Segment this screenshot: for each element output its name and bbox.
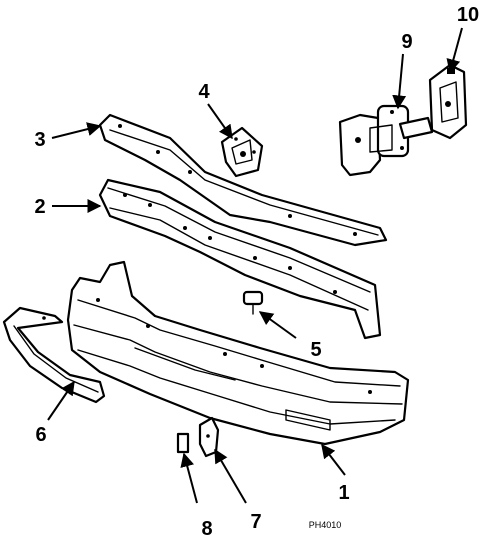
- part-8-pad: [176, 432, 190, 454]
- leader-9: [392, 53, 407, 110]
- leader-8: [180, 452, 198, 504]
- callout-labels: 1 2 3 4 5 6 7 8 9 10 PH4010: [34, 4, 479, 540]
- leader-7: [214, 448, 247, 504]
- figure-code: PH4010: [309, 520, 342, 530]
- callout-5: 5: [310, 339, 321, 361]
- part-3-reinforcement-bar: [98, 113, 388, 247]
- leader-10: [446, 27, 463, 74]
- part-7-bracket: [198, 416, 220, 458]
- leader-3: [51, 122, 102, 139]
- leader-6: [47, 380, 75, 421]
- part-4-mounting-bracket: [220, 126, 264, 178]
- leader-4: [207, 103, 233, 140]
- leader-lines: [47, 27, 463, 504]
- callout-8: 8: [201, 518, 212, 540]
- callout-1: 1: [338, 482, 349, 504]
- callout-4: 4: [198, 81, 210, 103]
- part-2-impact-bar: [98, 178, 382, 340]
- part-9-energy-absorber: [338, 104, 434, 177]
- callout-6: 6: [35, 424, 46, 446]
- leader-1: [321, 443, 346, 476]
- part-1-bumper-cover: [66, 260, 410, 446]
- part-6-rubber-strip: [2, 306, 106, 404]
- callout-3: 3: [34, 129, 45, 151]
- part-5-bolt: [242, 290, 264, 315]
- callout-10: 10: [457, 4, 479, 26]
- callout-7: 7: [250, 511, 261, 533]
- part-10-mounting-plate: [428, 63, 468, 140]
- callout-2: 2: [34, 196, 45, 218]
- callout-9: 9: [401, 31, 412, 53]
- leader-5: [258, 311, 297, 339]
